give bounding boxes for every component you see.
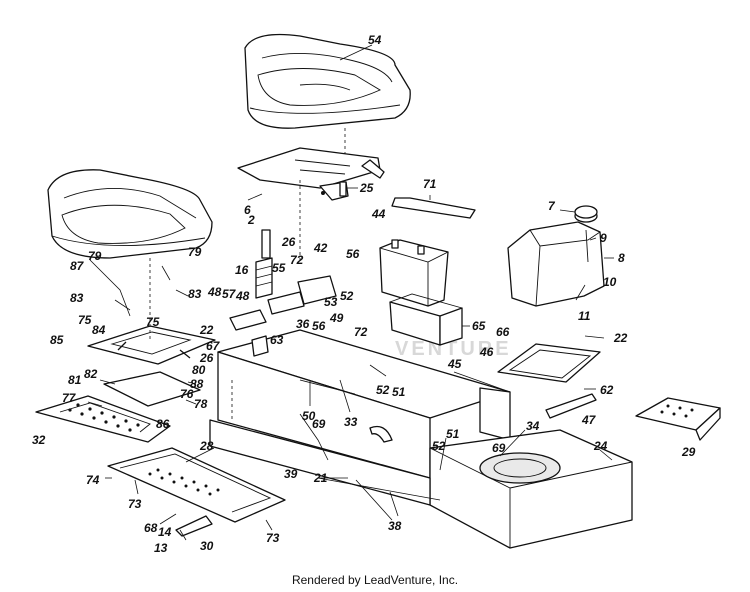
- label-25: 25: [359, 181, 374, 195]
- label-33: 33: [344, 415, 358, 429]
- label-11: 11: [578, 309, 591, 323]
- label-42: 42: [313, 241, 328, 255]
- label-72a: 72: [290, 253, 304, 267]
- label-29: 29: [681, 445, 696, 459]
- label-51b: 51: [446, 427, 460, 441]
- label-48a: 48: [207, 285, 222, 299]
- label-26a: 26: [281, 235, 296, 249]
- step-plate-left: [35, 395, 171, 443]
- label-53: 53: [324, 295, 338, 309]
- label-77: 77: [62, 391, 77, 405]
- label-48b: 48: [235, 289, 250, 303]
- watermark: VENTURE: [395, 338, 512, 360]
- lower-seat-frame: [87, 325, 216, 365]
- label-81: 81: [68, 373, 82, 387]
- label-73a: 73: [128, 497, 142, 511]
- label-57: 57: [222, 287, 237, 301]
- label-85: 85: [50, 333, 64, 347]
- label-6: 6: [244, 203, 251, 217]
- battery-box: [389, 293, 463, 346]
- label-24: 24: [593, 439, 608, 453]
- label-56b: 56: [312, 319, 326, 333]
- footrest-right: [635, 397, 721, 441]
- label-10: 10: [603, 275, 617, 289]
- label-69b: 69: [492, 441, 506, 455]
- label-84: 84: [92, 323, 106, 337]
- label-22a: 22: [199, 323, 214, 337]
- label-47: 47: [581, 413, 597, 427]
- tank-tray: [497, 343, 601, 383]
- upper-seat: [244, 33, 411, 180]
- label-71: 71: [423, 177, 437, 191]
- label-14: 14: [158, 525, 172, 539]
- battery-strap: [391, 197, 476, 219]
- label-73b: 73: [266, 531, 280, 545]
- label-52a: 52: [340, 289, 354, 303]
- label-66: 66: [496, 325, 510, 339]
- label-55: 55: [272, 261, 286, 275]
- label-74: 74: [86, 473, 100, 487]
- label-72b: 72: [354, 325, 368, 339]
- label-46: 46: [479, 345, 494, 359]
- label-7: 7: [548, 199, 556, 213]
- upper-seat-plate: [237, 147, 385, 201]
- label-75a: 75: [78, 313, 92, 327]
- label-34: 34: [526, 419, 540, 433]
- label-67: 67: [206, 339, 221, 353]
- seat-switch-assembly: [229, 229, 337, 357]
- label-86: 86: [156, 417, 170, 431]
- label-8: 8: [618, 251, 625, 265]
- label-56a: 56: [346, 247, 360, 261]
- label-80: 80: [192, 363, 206, 377]
- label-50: 50: [302, 409, 316, 423]
- part-labels: 54 6 25 71 7 44 9 8 2 26 42 55 72 56 10 …: [32, 33, 696, 555]
- label-2: 2: [247, 213, 255, 227]
- label-13: 13: [154, 541, 168, 555]
- label-78: 78: [194, 397, 208, 411]
- label-38: 38: [388, 519, 402, 533]
- label-83b: 83: [188, 287, 202, 301]
- label-79b: 79: [188, 245, 202, 259]
- label-32: 32: [32, 433, 46, 447]
- label-75b: 75: [146, 315, 160, 329]
- label-9: 9: [600, 231, 607, 245]
- label-52b: 52: [376, 383, 390, 397]
- label-63: 63: [270, 333, 284, 347]
- label-76: 76: [180, 387, 194, 401]
- main-frame: [209, 329, 633, 549]
- lower-seat: [47, 169, 213, 259]
- label-52c: 52: [432, 439, 446, 453]
- label-22b: 22: [613, 331, 628, 345]
- label-28: 28: [199, 439, 214, 453]
- fuel-tank: [507, 205, 605, 307]
- label-54: 54: [368, 33, 382, 47]
- label-68: 68: [144, 521, 158, 535]
- battery: [379, 239, 449, 307]
- label-69a: 69: [312, 417, 326, 431]
- bolt-25: [339, 181, 347, 197]
- label-82: 82: [84, 367, 98, 381]
- label-49: 49: [329, 311, 344, 325]
- leader-lines: [87, 44, 614, 541]
- label-51a: 51: [392, 385, 406, 399]
- footrest-left: [107, 447, 286, 537]
- lower-plate: [103, 371, 201, 407]
- label-30: 30: [200, 539, 214, 553]
- label-83a: 83: [70, 291, 84, 305]
- label-44: 44: [371, 207, 386, 221]
- label-45: 45: [447, 357, 462, 371]
- label-26b: 26: [199, 351, 214, 365]
- label-21: 21: [313, 471, 328, 485]
- label-65: 65: [472, 319, 486, 333]
- label-39: 39: [284, 467, 298, 481]
- tank-bracket: [545, 393, 597, 419]
- label-88: 88: [190, 377, 204, 391]
- label-87: 87: [70, 259, 85, 273]
- label-79a: 79: [88, 249, 102, 263]
- label-36: 36: [296, 317, 310, 331]
- footer-credit: Rendered by LeadVenture, Inc.: [291, 573, 459, 587]
- label-62: 62: [600, 383, 614, 397]
- label-16: 16: [235, 263, 249, 277]
